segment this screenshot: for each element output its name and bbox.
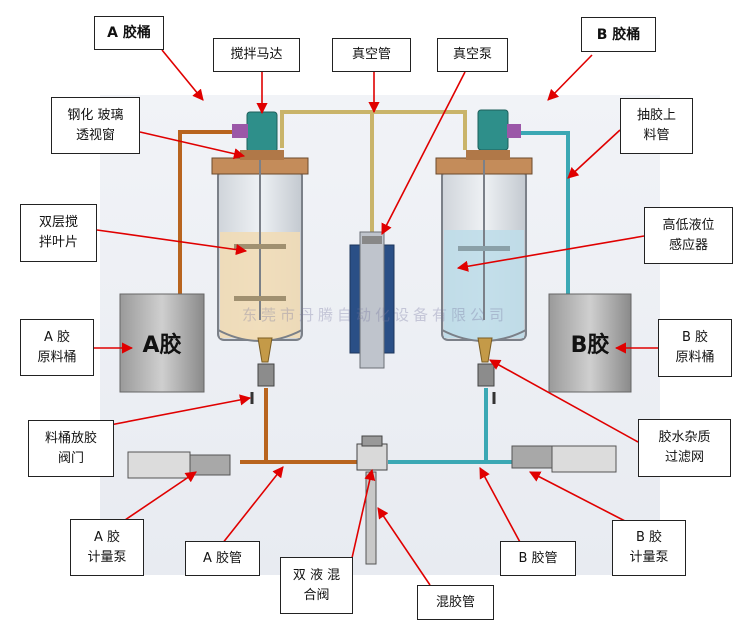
watermark: 东莞市丹腾自动化设备有限公司	[242, 306, 509, 324]
label-a-raw-barrel: A 胶 原料桶	[20, 319, 94, 376]
label-mix-valve: 双 液 混 合阀	[280, 557, 353, 614]
a-drain-valve-assembly	[250, 337, 275, 404]
label-sight-glass: 钢化 玻璃 透视窗	[51, 97, 140, 154]
label-vacuum-tube: 真空管	[332, 38, 411, 72]
label-stir-motor: 搅拌马达	[213, 38, 300, 72]
a-barrel-text: A胶	[142, 332, 181, 358]
b-tank	[435, 157, 533, 342]
a-meter-pump	[127, 451, 231, 479]
label-drain-valve: 料桶放胶 阀门	[28, 420, 114, 477]
b-meter-pump	[511, 445, 617, 473]
label-b-raw-barrel: B 胶 原料桶	[658, 319, 732, 377]
b-pipe-line	[388, 388, 512, 464]
label-vacuum-pump: 真空泵	[437, 38, 508, 72]
label-a-meter-pump: A 胶 计量泵	[70, 519, 144, 576]
mix-tube	[365, 471, 377, 565]
label-double-blade: 双层搅 拌叶片	[20, 204, 97, 262]
label-b-pipe: B 胶管	[500, 541, 576, 576]
label-level-sensor: 高低液位 感应器	[644, 207, 733, 264]
label-a-tank: A 胶桶	[94, 16, 164, 50]
label-pump-up-pipe: 抽胶上 料管	[620, 98, 693, 154]
a-pipe-line	[240, 388, 360, 464]
label-a-pipe: A 胶管	[185, 541, 260, 576]
a-feed-pipe	[178, 130, 232, 295]
label-b-meter-pump: B 胶 计量泵	[612, 520, 686, 576]
b-stir-motor	[466, 109, 521, 160]
label-b-tank: B 胶桶	[581, 17, 656, 52]
mix-valve	[356, 435, 388, 471]
label-filter: 胶水杂质 过滤网	[638, 419, 731, 477]
b-feed-pipe	[508, 131, 570, 295]
callout-arrows	[94, 49, 658, 586]
vacuum-pump	[349, 231, 395, 369]
a-raw-barrel	[119, 293, 205, 393]
label-mix-tube: 混胶管	[417, 585, 494, 620]
b-barrel-text: B胶	[571, 332, 610, 358]
